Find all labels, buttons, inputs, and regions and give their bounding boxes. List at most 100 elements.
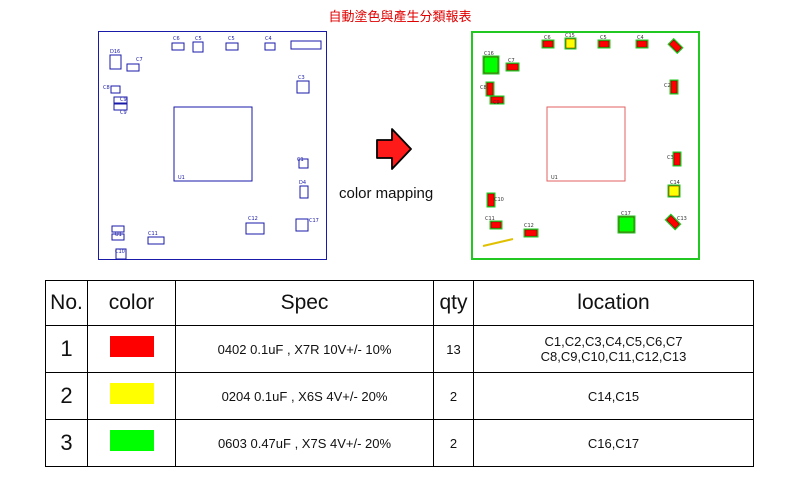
header-no: No. <box>45 280 88 326</box>
component-label: C9 <box>493 100 500 106</box>
component-label: C17 <box>621 211 631 217</box>
component-label: C1 <box>297 157 304 163</box>
qty-cell: 13 <box>433 325 474 373</box>
source-board-drawing: C6C5C5C4D16C7C8C9C9C3C1D4U1C10C11C12C17C… <box>98 31 327 260</box>
component-label: C14 <box>670 180 680 186</box>
colored-component <box>523 228 539 238</box>
component-label: C12 <box>248 216 258 222</box>
component-footprint <box>111 225 125 233</box>
page-title: 自動塗色與產生分類報表 <box>328 10 472 25</box>
spec-cell: 0402 0.1uF , X7R 10V+/- 10% <box>175 325 434 373</box>
yellow-swatch <box>109 383 154 404</box>
component-label: C8 <box>480 85 487 91</box>
component-label: C6 <box>544 35 551 41</box>
component-footprint <box>192 41 204 53</box>
location-line: C8,C9,C10,C11,C12,C13 <box>540 349 687 364</box>
component-label: C6 <box>173 36 180 42</box>
component-footprint <box>110 85 121 94</box>
colored-component <box>669 79 679 95</box>
colored-component <box>541 39 555 49</box>
component-label: C2 <box>664 83 671 89</box>
component-footprint <box>147 236 165 245</box>
table-row: 1 0402 0.1uF , X7R 10V+/- 10% 13 C1,C2,C… <box>45 325 754 373</box>
spec-cell: 0603 0.47uF , X7S 4V+/- 20% <box>175 419 434 467</box>
colored-component <box>597 39 611 49</box>
mapping-arrow-icon <box>375 127 413 176</box>
component-footprint <box>295 218 309 232</box>
colored-component <box>485 81 495 97</box>
header-location: location <box>473 280 754 326</box>
header-spec: Spec <box>175 280 434 326</box>
component-label: C3 <box>298 75 305 81</box>
green-swatch <box>109 430 154 451</box>
component-label: D4 <box>299 180 306 186</box>
component-label: C11 <box>485 216 495 222</box>
header-qty: qty <box>433 280 474 326</box>
component-footprint <box>111 233 125 241</box>
row-number: 3 <box>45 419 88 467</box>
component-label: C10 <box>494 197 504 203</box>
component-footprint <box>171 42 185 51</box>
component-label: C16 <box>484 51 494 57</box>
component-label: C11 <box>148 231 158 237</box>
qty-cell: 2 <box>433 372 474 420</box>
component-label: U1 <box>115 232 122 238</box>
component-label: C5 <box>600 35 607 41</box>
location-cell: C1,C2,C3,C4,C5,C6,C7 C8,C9,C10,C11,C12,C… <box>473 325 754 373</box>
mapping-label: color mapping <box>339 185 434 202</box>
component-label: C15 <box>565 33 575 39</box>
component-label: C8 <box>103 85 110 91</box>
component-label: C3 <box>667 155 674 161</box>
component-label: D16 <box>110 49 120 55</box>
u1-chip-outline <box>173 106 253 182</box>
color-cell <box>87 325 176 373</box>
component-footprint <box>245 222 265 235</box>
row-number: 1 <box>45 325 88 373</box>
component-footprint <box>113 96 128 104</box>
header-color: color <box>87 280 176 326</box>
component-label: C5 <box>228 36 235 42</box>
component-label: C10 <box>115 249 125 255</box>
component-footprint <box>225 42 239 51</box>
colored-component <box>664 213 682 231</box>
spec-cell: 0204 0.1uF , X6S 4V+/- 20% <box>175 372 434 420</box>
location-line: C1,C2,C3,C4,C5,C6,C7 <box>544 334 683 349</box>
component-footprint <box>290 40 322 50</box>
classification-table: No. color Spec qty location 1 0402 0.1uF… <box>45 280 754 467</box>
component-footprint <box>299 185 309 199</box>
source-board-svg: C6C5C5C4D16C7C8C9C9C3C1D4U1C10C11C12C17C… <box>98 31 327 260</box>
component-label: C7 <box>136 57 143 63</box>
component-label: C4 <box>637 35 644 41</box>
colored-component <box>564 37 577 50</box>
colored-component <box>635 39 649 49</box>
component-label: C4 <box>265 36 272 42</box>
component-label: C7 <box>508 58 515 64</box>
component-footprint <box>113 103 128 111</box>
component-footprint <box>298 158 309 169</box>
colored-component <box>505 62 520 72</box>
colored-component <box>667 37 684 55</box>
u1-chip-outline <box>546 106 626 182</box>
colored-component <box>489 95 505 105</box>
component-footprint <box>296 80 310 94</box>
component-label: U1 <box>551 175 558 181</box>
component-label: C13 <box>677 216 687 222</box>
table-header-row: No. color Spec qty location <box>45 280 754 326</box>
table-row: 3 0603 0.47uF , X7S 4V+/- 20% 2 C16,C17 <box>45 419 754 467</box>
qty-cell: 2 <box>433 419 474 467</box>
component-label: C12 <box>524 223 534 229</box>
color-cell <box>87 372 176 420</box>
colored-component <box>667 184 681 198</box>
colored-component <box>617 215 636 234</box>
component-label: C5 <box>195 36 202 42</box>
component-label: C9 <box>120 110 127 116</box>
component-footprint <box>126 63 140 72</box>
row-number: 2 <box>45 372 88 420</box>
location-cell: C16,C17 <box>473 419 754 467</box>
component-label: C9 <box>120 97 127 103</box>
color-cell <box>87 419 176 467</box>
colored-component <box>489 220 503 230</box>
component-footprint <box>109 54 122 70</box>
